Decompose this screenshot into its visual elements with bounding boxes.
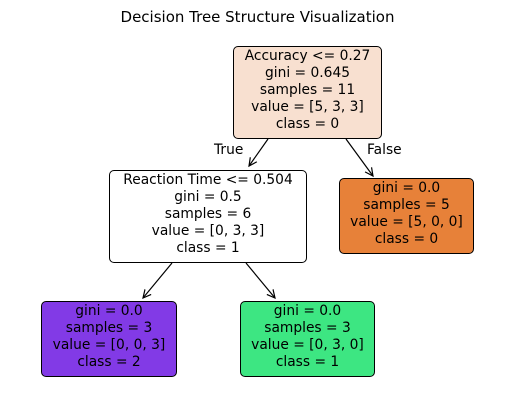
node-gini: gini = 0.0 <box>273 303 342 319</box>
node-value: value = [0, 3, 0] <box>251 337 364 353</box>
edge-label-false: False <box>367 142 402 158</box>
node-value: value = [0, 3, 3] <box>151 223 265 239</box>
node-value: value = [5, 3, 3] <box>251 99 364 115</box>
node-condition: Accuracy <= 0.27 <box>244 48 371 64</box>
node-samples: samples = 5 <box>363 197 450 213</box>
node-class: class = 0 <box>275 116 340 132</box>
tree-node-leaf-class-1: gini = 0.0 samples = 3 value = [0, 3, 0]… <box>240 301 375 377</box>
tree-node-right-leaf: gini = 0.0 samples = 5 value = [5, 0, 0]… <box>339 178 474 254</box>
node-value: value = [0, 0, 3] <box>52 337 166 353</box>
node-class: class = 1 <box>275 354 340 370</box>
node-gini: gini = 0.645 <box>265 65 350 81</box>
node-samples: samples = 11 <box>259 82 356 98</box>
edge-root-to-left <box>249 138 269 166</box>
tree-node-left: Reaction Time <= 0.504 gini = 0.5 sample… <box>109 170 307 263</box>
node-samples: samples = 3 <box>65 320 153 336</box>
edge-label-true: True <box>214 142 244 158</box>
tree-node-leaf-class-2: gini = 0.0 samples = 3 value = [0, 0, 3]… <box>41 301 177 377</box>
figure-title: Decision Tree Structure Visualization <box>120 8 395 26</box>
edge-left-to-leftright <box>245 262 275 298</box>
tree-node-root: Accuracy <= 0.27 gini = 0.645 samples = … <box>233 46 382 139</box>
node-class: class = 2 <box>77 354 141 370</box>
node-samples: samples = 6 <box>164 206 252 222</box>
node-samples: samples = 3 <box>264 320 351 336</box>
node-gini: gini = 0.5 <box>174 189 242 205</box>
node-gini: gini = 0.0 <box>75 303 143 319</box>
node-gini: gini = 0.0 <box>372 180 441 196</box>
edge-left-to-leftleft <box>143 262 173 298</box>
node-class: class = 0 <box>374 231 439 247</box>
node-condition: Reaction Time <= 0.504 <box>123 172 293 188</box>
node-value: value = [5, 0, 0] <box>350 214 463 230</box>
edge-root-to-right <box>345 138 373 176</box>
node-class: class = 1 <box>176 240 240 256</box>
